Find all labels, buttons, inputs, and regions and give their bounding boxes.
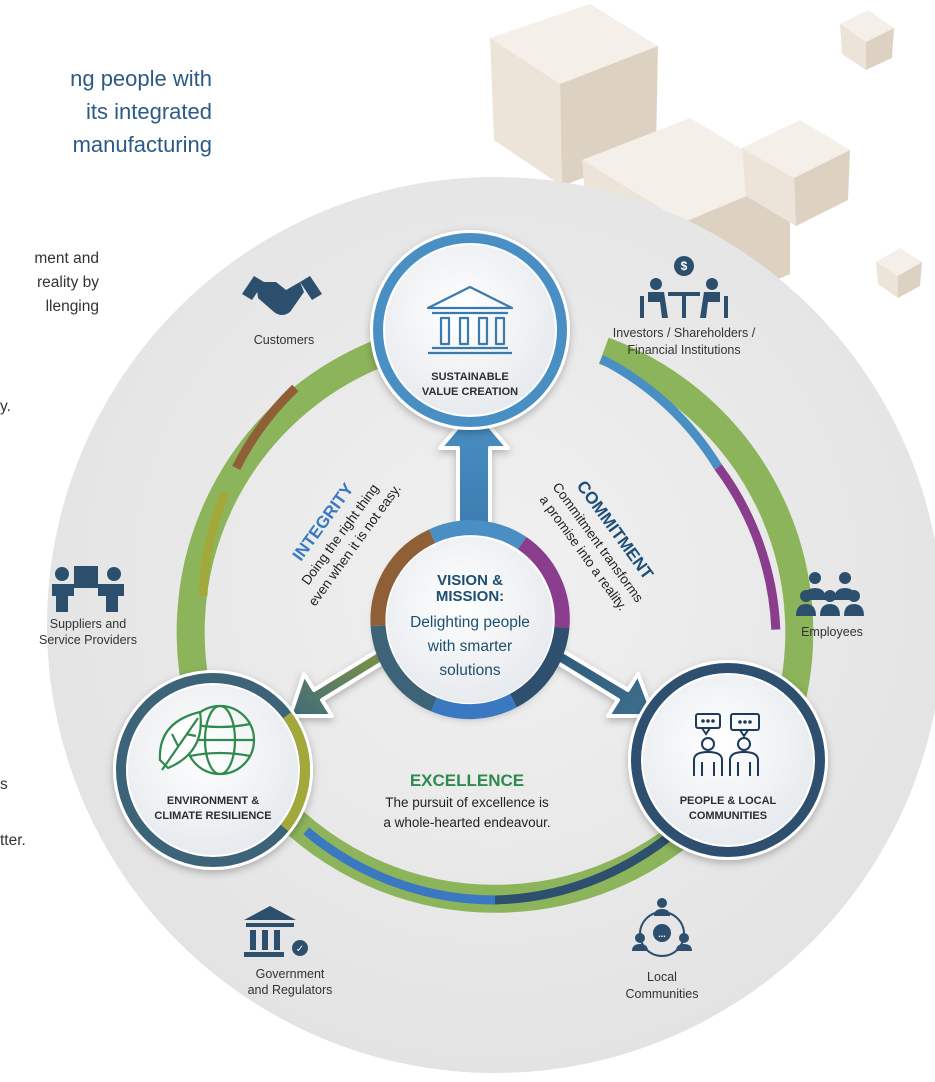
node-environment-climate: ENVIRONMENT & CLIMATE RESILIENCE — [113, 670, 313, 870]
stakeholder-label: Communities — [626, 987, 699, 1001]
stakeholder-label: Investors / Shareholders / — [613, 326, 756, 340]
side-text-upper: ment and reality by llenging — [0, 247, 99, 319]
stakeholder-customers: Customers — [242, 276, 322, 347]
stakeholder-label: Suppliers and — [50, 617, 126, 631]
node-sustainable-value-creation: SUSTAINABLE VALUE CREATION — [370, 230, 570, 430]
stakeholder-government: ✓ Government and Regulators — [244, 906, 332, 997]
investors-meeting-icon — [640, 256, 728, 318]
side-text-upper-tail: y. — [0, 398, 11, 415]
center-title-line: VISION & — [437, 572, 503, 589]
dots-glyph: ... — [658, 929, 666, 939]
stakeholder-label: Service Providers — [39, 633, 137, 647]
government-icon — [244, 906, 308, 957]
handshake-icon — [242, 276, 322, 315]
node-title-line: CLIMATE RESILIENCE — [154, 810, 271, 822]
heading-line: ng people with — [70, 66, 212, 91]
center-body-line: solutions — [439, 662, 500, 679]
stakeholder-label: Employees — [801, 625, 863, 639]
node-title-line: PEOPLE & LOCAL — [680, 795, 777, 807]
excellence-line: a whole-hearted endeavour. — [383, 815, 550, 830]
value-excellence: EXCELLENCE The pursuit of excellence is … — [383, 771, 550, 830]
stakeholder-communities: ... Local Communities — [626, 898, 699, 1001]
heading: ng people with its integrated manufactur… — [0, 62, 212, 161]
stakeholder-investors: $ Investors / Shareholders / Financial I… — [613, 256, 756, 357]
side-text-line: llenging — [45, 298, 99, 315]
node-title-line: ENVIRONMENT & — [167, 795, 259, 807]
center-title-line: MISSION: — [436, 588, 504, 605]
side-text-line: ment and — [34, 250, 99, 267]
stakeholder-label: and Regulators — [248, 983, 333, 997]
leaf-globe-icon — [158, 704, 256, 776]
side-text-line: reality by — [36, 274, 99, 291]
stakeholder-label: Financial Institutions — [627, 343, 740, 357]
center-body-line: Delighting people — [410, 614, 530, 631]
stakeholder-label: Government — [256, 967, 325, 981]
check-glyph: ✓ — [296, 944, 304, 955]
center-circle: VISION & MISSION: Delighting people with… — [370, 520, 570, 720]
side-text-lower-1: s — [0, 776, 8, 793]
arrows — [288, 406, 656, 718]
employees-icon — [796, 572, 864, 616]
center-body-line: with smarter — [427, 638, 512, 655]
node-title-line: COMMUNITIES — [689, 810, 767, 822]
value-rings — [176, 337, 814, 913]
suppliers-icon — [52, 566, 124, 612]
node-title-line: VALUE CREATION — [422, 386, 518, 398]
bank-icon — [426, 285, 514, 355]
excellence-line: The pursuit of excellence is — [385, 795, 549, 810]
heading-line: its integrated — [86, 99, 212, 124]
excellence-title: EXCELLENCE — [410, 771, 524, 790]
stakeholder-label: Customers — [254, 333, 314, 347]
stakeholder-employees: Employees — [796, 572, 864, 639]
node-people-communities: PEOPLE & LOCAL COMMUNITIES — [628, 660, 828, 860]
stakeholder-suppliers: Suppliers and Service Providers — [39, 566, 137, 647]
dollar-glyph: $ — [681, 259, 688, 273]
node-title-line: SUSTAINABLE — [431, 371, 508, 383]
people-chat-icon — [693, 713, 760, 776]
side-text-lower-2: tter. — [0, 832, 26, 849]
heading-line: manufacturing — [72, 132, 212, 157]
stakeholder-label: Local — [647, 970, 677, 984]
